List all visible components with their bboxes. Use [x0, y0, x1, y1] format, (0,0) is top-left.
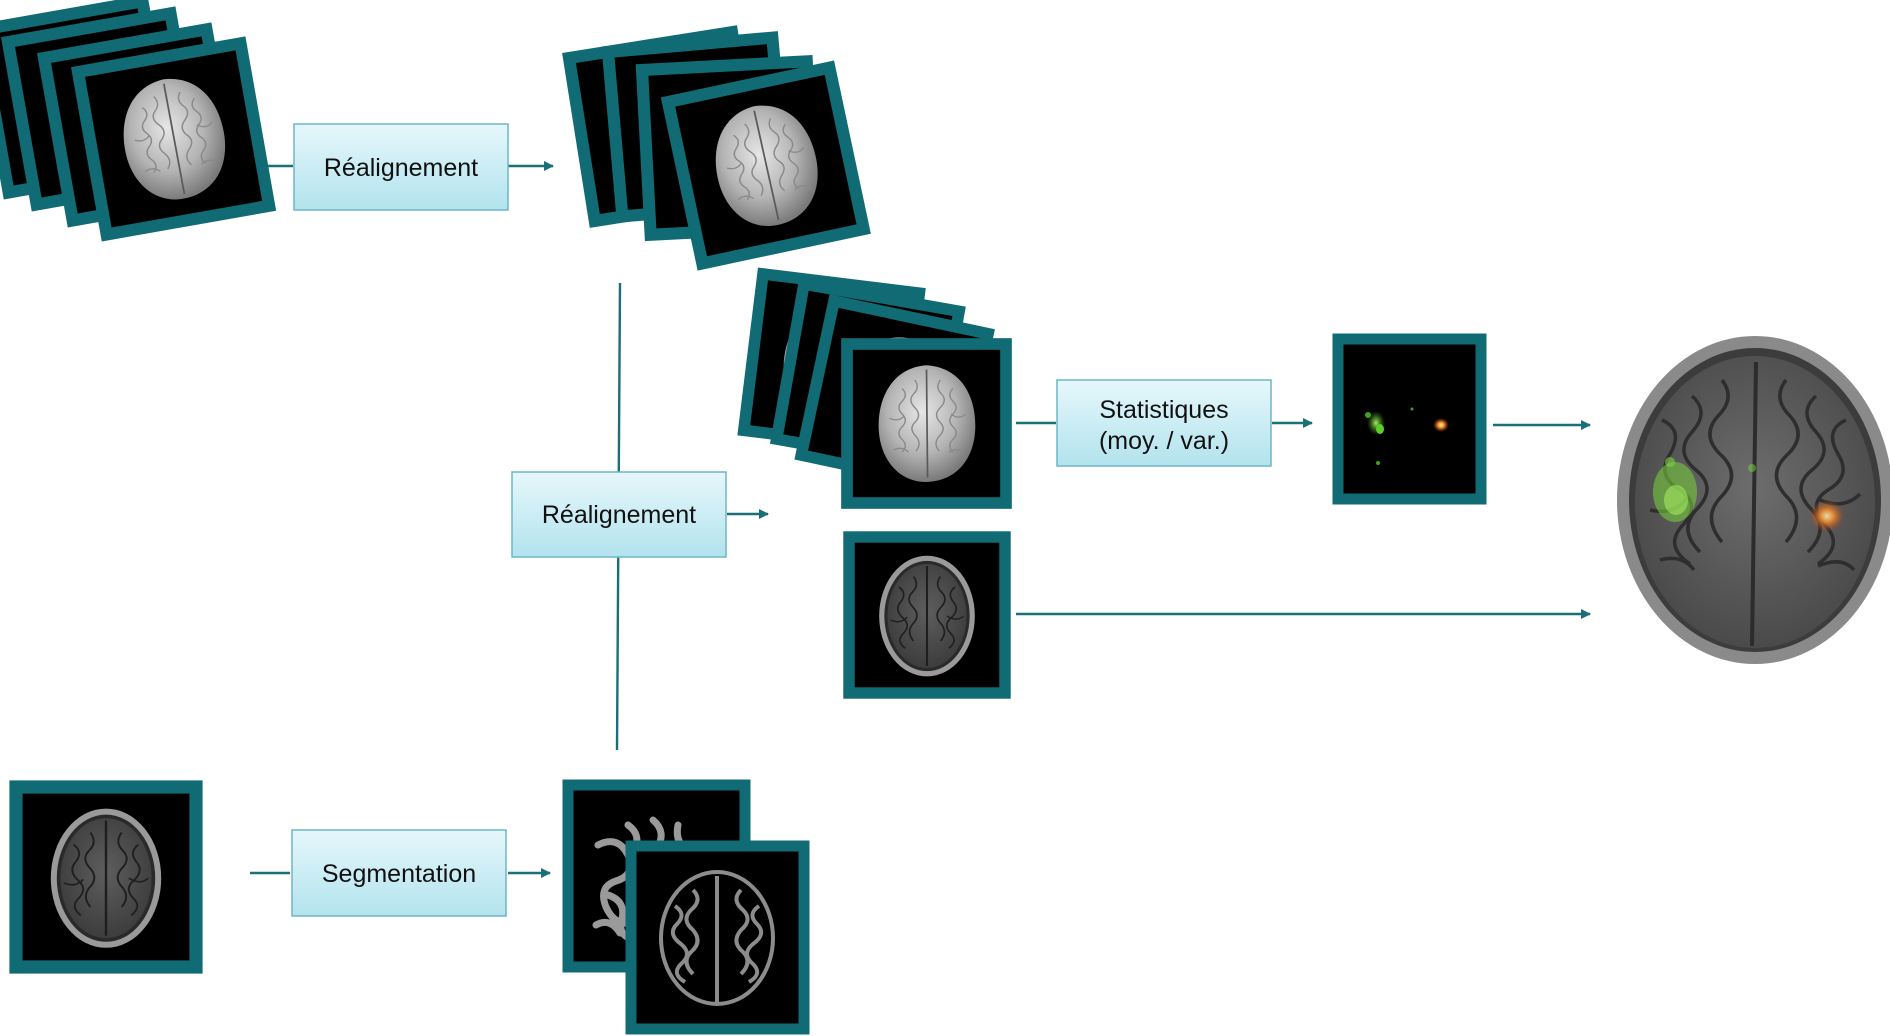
raw-fmri-stack: [0, 1, 269, 234]
segmented-stack: [562, 779, 810, 1035]
step-label: Réalignement: [542, 501, 696, 529]
fmri-slice-icon: [847, 344, 1006, 503]
activation-map-icon: [1332, 333, 1487, 505]
anatomical-slice-icon: [849, 537, 1005, 693]
realign-step-top: Réalignement: [293, 123, 509, 211]
statistics-step: Statistiques (moy. / var.): [1056, 379, 1272, 467]
functional-stack: [744, 274, 1006, 503]
anatomical-input-icon: [16, 787, 196, 967]
step-label: Segmentation: [322, 860, 476, 888]
segmented-brain-icon: [625, 840, 810, 1035]
step-label-line1: Statistiques: [1099, 396, 1228, 424]
fmri-slice-icon: [668, 68, 864, 264]
realigned-fmri-stack: [569, 32, 864, 263]
step-label: Réalignement: [324, 154, 478, 182]
flow-lines: [250, 161, 1591, 878]
step-label-line2: (moy. / var.): [1099, 427, 1229, 455]
fmri-slice-icon: [78, 43, 269, 234]
overlay-brain-icon: [1617, 336, 1890, 664]
realign-step-mid: Réalignement: [511, 471, 727, 558]
segmentation-step: Segmentation: [291, 829, 507, 917]
